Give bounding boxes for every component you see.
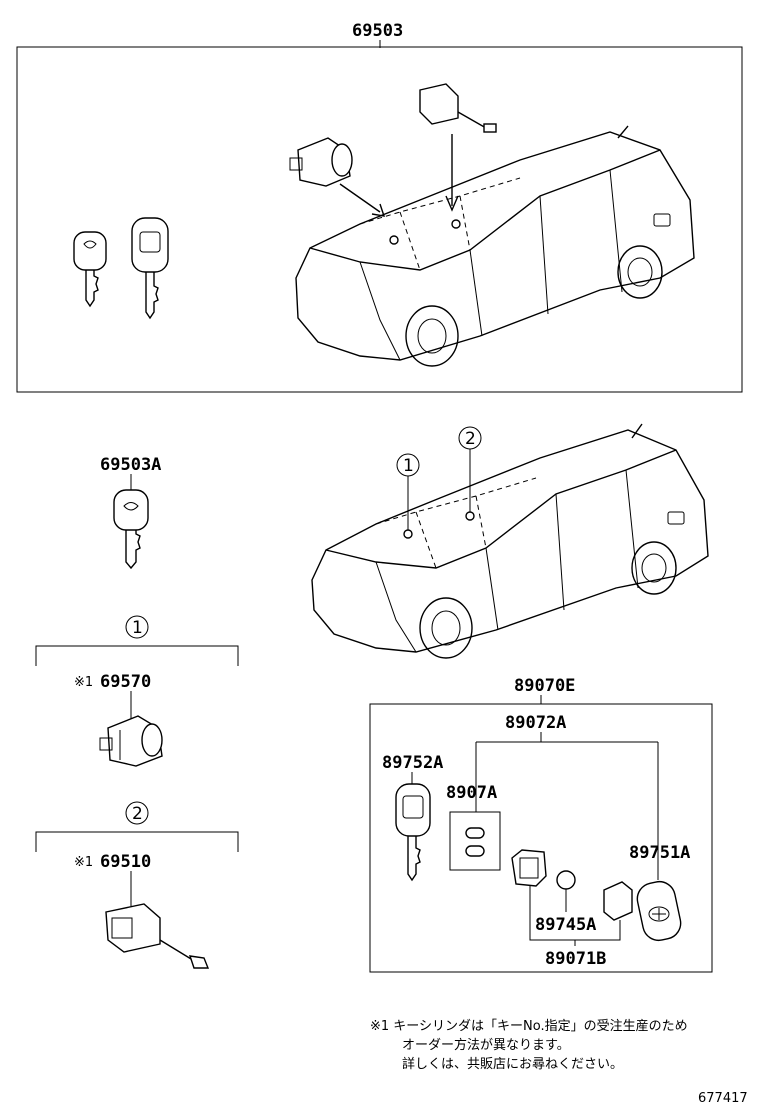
- part-label-89072A[interactable]: 89072A: [505, 713, 566, 733]
- part-label-89071B[interactable]: 89071B: [545, 949, 606, 969]
- footnote-line-3: 詳しくは、共販店にお尋ねください。: [402, 1056, 623, 1072]
- arrow-icon: [339, 183, 386, 217]
- arrow-icon: [445, 134, 459, 212]
- group-bracket-1: [35, 645, 239, 666]
- reference-mark: ※1: [74, 855, 93, 870]
- door-lock-cylinder-icon: [105, 903, 210, 969]
- key-housing-icon: [511, 849, 547, 887]
- part-label-89751A[interactable]: 89751A: [629, 843, 690, 863]
- ignition-cylinder-icon: [289, 137, 353, 187]
- vehicle-illustration-top: [295, 125, 695, 367]
- callout-number-2: 2: [465, 429, 476, 449]
- kit-frame-89070E: [369, 703, 713, 973]
- part-label-89752A[interactable]: 89752A: [382, 753, 443, 773]
- assembly-frame-69503: [16, 46, 743, 393]
- battery-cover-icon: [603, 881, 633, 921]
- ignition-cylinder-icon: [99, 715, 163, 767]
- part-label-69510[interactable]: 69510: [100, 852, 151, 872]
- part-label-89745A[interactable]: 89745A: [535, 915, 596, 935]
- battery-icon: [556, 870, 576, 890]
- part-label-8907A[interactable]: 8907A: [446, 783, 497, 803]
- leader-line: [529, 886, 621, 946]
- door-lock-cylinder-icon: [419, 83, 497, 133]
- part-label-89070E[interactable]: 89070E: [514, 676, 575, 696]
- vehicle-illustration-middle: [311, 423, 709, 659]
- diagram-id: 677417: [698, 1091, 748, 1106]
- callout-circle-1: [125, 615, 149, 639]
- key-pad-icon: [449, 811, 501, 871]
- group-bracket-2: [35, 831, 239, 852]
- reference-mark: ※1: [74, 675, 93, 690]
- key-icon: [73, 231, 107, 308]
- key-fob-icon: [636, 880, 682, 942]
- key-icon: [113, 489, 149, 570]
- remote-key-icon: [395, 783, 431, 882]
- remote-key-icon: [131, 217, 169, 320]
- callout-number-1: 1: [403, 456, 414, 476]
- callout-circle-2: [125, 801, 149, 825]
- footnote-line-2: オーダー方法が異なります。: [402, 1037, 570, 1053]
- part-label-69503[interactable]: 69503: [352, 21, 403, 41]
- group-number-2: 2: [132, 804, 143, 824]
- leader-line: [475, 732, 659, 880]
- group-number-1: 1: [132, 618, 143, 638]
- footnote-line-1: ※1 キーシリンダは「キーNo.指定」の受注生産のため: [370, 1018, 688, 1034]
- part-label-69503A[interactable]: 69503A: [100, 455, 161, 475]
- part-label-69570[interactable]: 69570: [100, 672, 151, 692]
